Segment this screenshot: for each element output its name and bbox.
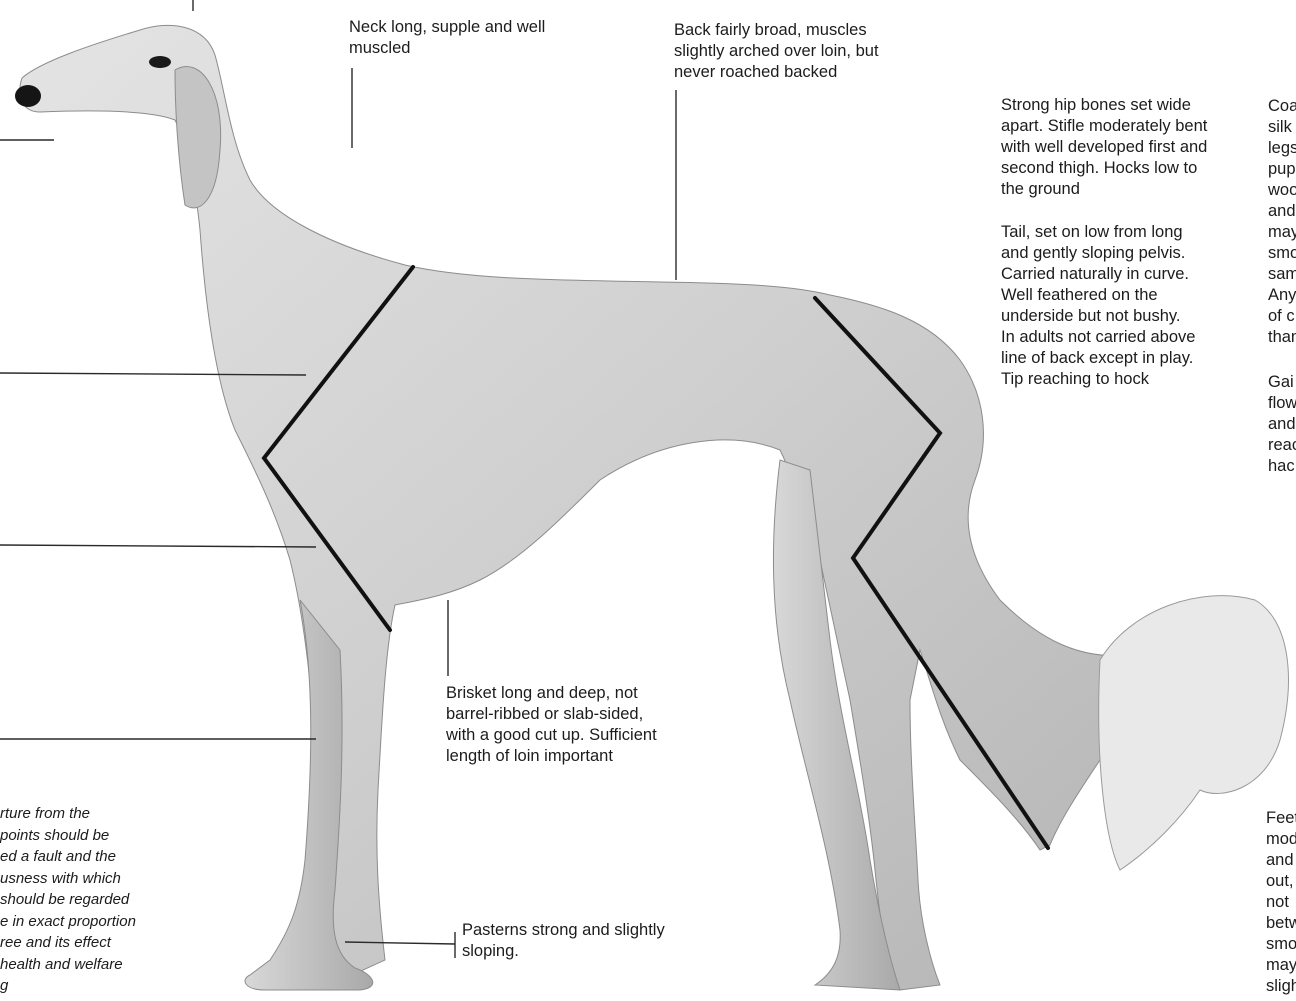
leader-forearm — [0, 545, 316, 547]
dog-nose — [15, 85, 41, 107]
tail-annotation: Tail, set on low from long and gently sl… — [1001, 222, 1195, 390]
hindquarters-annotation: Strong hip bones set wide apart. Stifle … — [1001, 95, 1207, 200]
feet-annotation: Feet mod and out, not betw smo may sligh — [1266, 808, 1296, 997]
faults-note: rture from the points should be ed a fau… — [0, 803, 136, 997]
dog-eye — [149, 56, 171, 68]
coat-annotation: Coa silk legs pup woo and may smo sam An… — [1268, 96, 1296, 348]
back-annotation: Back fairly broad, muscles slightly arch… — [674, 20, 879, 83]
gait-annotation: Gai flow and reac hac — [1268, 372, 1296, 477]
pasterns-annotation: Pasterns strong and slightly sloping. — [462, 920, 665, 962]
neck-annotation: Neck long, supple and well muscled — [349, 17, 545, 59]
dog-tail-feathering — [1099, 596, 1289, 870]
brisket-annotation: Brisket long and deep, not barrel-ribbed… — [446, 683, 657, 767]
